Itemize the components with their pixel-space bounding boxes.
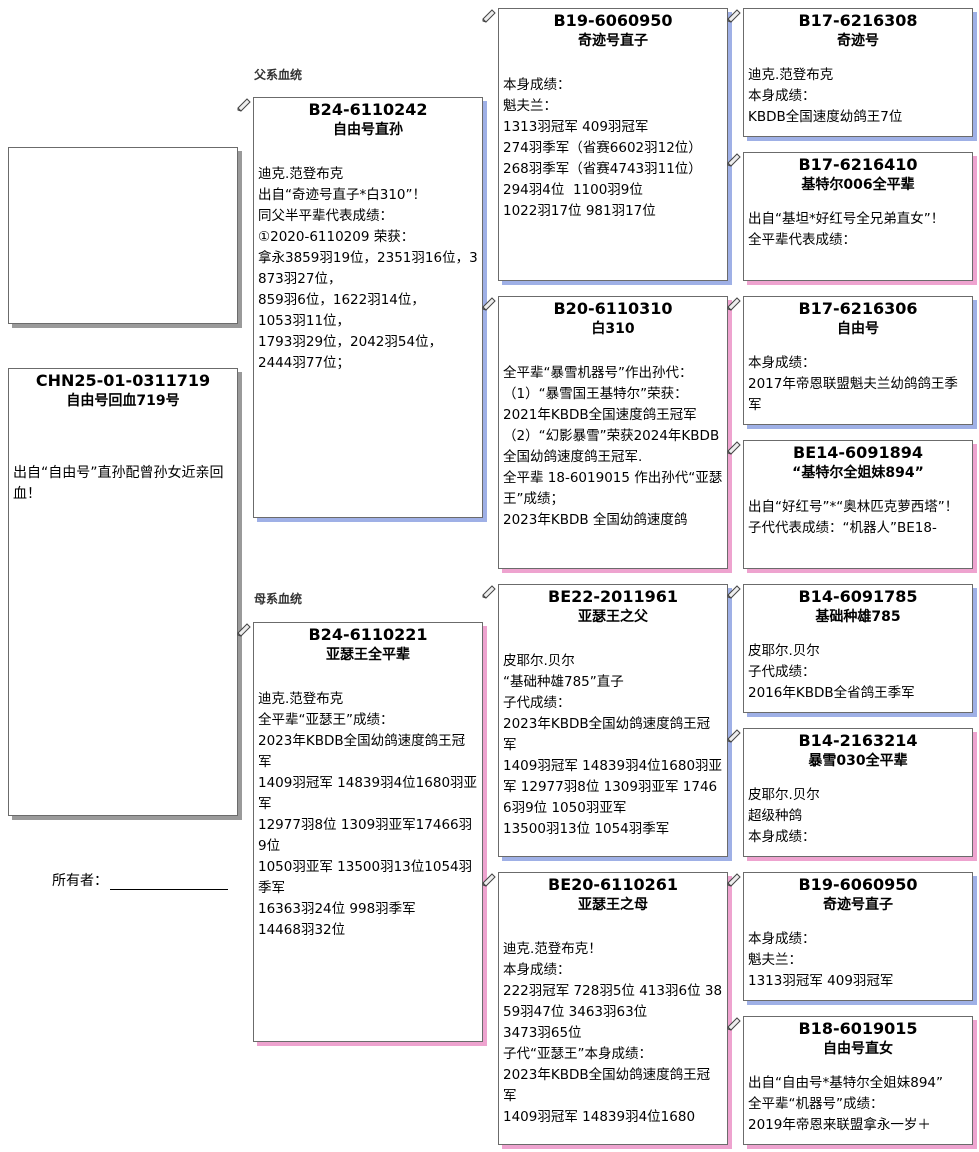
- dsd-name: 暴雪030全平辈: [808, 753, 908, 769]
- sds-body: 本身成绩： 2017年帝恩联盟魁夫兰幼鸽鸽王季军: [748, 355, 958, 413]
- ssd-body: 出自“基坦*好红号全兄弟直女”！ 全平辈代表成绩：: [748, 211, 945, 248]
- sss-name: 奇迹号: [837, 33, 879, 49]
- dam-sire-id: BE22-2011961: [548, 587, 678, 606]
- dam-dam-id: BE20-6110261: [548, 875, 678, 894]
- ddd-body: 出自“自由号*基特尔全姐妹894” 全平辈“机器号”成绩： 2019年帝恩来联盟…: [748, 1075, 944, 1133]
- dss-body: 皮耶尔.贝尔 子代成绩： 2016年KBDB全省鸽王季军: [748, 643, 915, 701]
- sire-sire-id: B19-6060950: [553, 11, 673, 30]
- edit-icon[interactable]: [726, 729, 742, 743]
- sire-dam-id: B20-6110310: [553, 299, 673, 318]
- ddd-name: 自由号直女: [823, 1041, 893, 1057]
- photo-box: [8, 147, 238, 324]
- sdd-name: “基特尔全姐妹894”: [792, 465, 924, 481]
- edit-icon[interactable]: [726, 585, 742, 599]
- dam-card[interactable]: B24-6110221 亚瑟王全平辈 迪克.范登布克 全平辈“亚瑟王”成绩： 2…: [253, 622, 483, 1042]
- edit-icon[interactable]: [481, 297, 497, 311]
- sdd-body: 出自“好红号”*“奥林匹克萝西塔”！ 子代代表成绩：“机器人”BE18-: [748, 499, 959, 536]
- ssd-name: 基特尔006全平辈: [801, 177, 915, 193]
- sire-card[interactable]: B24-6110242 自由号直孙 迪克.范登布克 出自“奇迹号直子*白310”…: [253, 97, 483, 518]
- sds-card[interactable]: B17-6216306 自由号 本身成绩： 2017年帝恩联盟魁夫兰幼鸽鸽王季军: [743, 296, 973, 425]
- dam-name: 亚瑟王全平辈: [326, 647, 410, 663]
- dds-name: 奇迹号直子: [823, 897, 893, 913]
- sire-dam-card[interactable]: B20-6110310 白310 全平辈“暴雪机器号”作出孙代： （1）“暴雪国…: [498, 296, 728, 569]
- dam-dam-card[interactable]: BE20-6110261 亚瑟王之母 迪克.范登布克！ 本身成绩： 222羽冠军…: [498, 872, 728, 1145]
- sire-sire-name: 奇迹号直子: [578, 33, 648, 49]
- paternal-label: 父系血统: [254, 68, 303, 82]
- dam-id: B24-6110221: [308, 625, 428, 644]
- edit-icon[interactable]: [481, 585, 497, 599]
- edit-icon[interactable]: [481, 873, 497, 887]
- dds-card[interactable]: B19-6060950 奇迹号直子 本身成绩： 魁夫兰： 1313羽冠军 409…: [743, 872, 973, 1001]
- dss-id: B14-6091785: [798, 587, 918, 606]
- subject-card[interactable]: CHN25-01-0311719 自由号回血719号 出自“自由号”直孙配曾孙女…: [8, 368, 238, 816]
- sire-body: 迪克.范登布克 出自“奇迹号直子*白310”！ 同父半平辈代表成绩： ①2020…: [258, 166, 478, 371]
- dsd-id: B14-2163214: [798, 731, 918, 750]
- dss-card[interactable]: B14-6091785 基础种雄785 皮耶尔.贝尔 子代成绩： 2016年KB…: [743, 584, 973, 713]
- edit-icon[interactable]: [726, 873, 742, 887]
- sire-name: 自由号直孙: [333, 122, 403, 138]
- owner-label: 所有者：: [52, 873, 108, 889]
- sire-sire-card[interactable]: B19-6060950 奇迹号直子 本身成绩： 魁夫兰： 1313羽冠军 409…: [498, 8, 728, 281]
- sss-card[interactable]: B17-6216308 奇迹号 迪克.范登布克 本身成绩： KBDB全国速度幼鸽…: [743, 8, 973, 137]
- edit-icon[interactable]: [726, 153, 742, 167]
- ssd-id: B17-6216410: [798, 155, 918, 174]
- subject-name: 自由号回血719号: [66, 393, 180, 409]
- dam-dam-name: 亚瑟王之母: [578, 897, 648, 913]
- subject-body: 出自“自由号”直孙配曾孙女近亲回血！: [13, 465, 224, 502]
- edit-icon[interactable]: [726, 1017, 742, 1031]
- edit-icon[interactable]: [481, 9, 497, 23]
- dam-sire-body: 皮耶尔.贝尔 “基础种雄785”直子 子代成绩： 2023年KBDB全国幼鸽速度…: [503, 653, 723, 837]
- sire-dam-name: 白310: [591, 321, 635, 337]
- ddd-id: B18-6019015: [798, 1019, 918, 1038]
- ddd-card[interactable]: B18-6019015 自由号直女 出自“自由号*基特尔全姐妹894” 全平辈“…: [743, 1016, 973, 1145]
- dsd-body: 皮耶尔.贝尔 超级种鸽 本身成绩：: [748, 787, 820, 845]
- dsd-card[interactable]: B14-2163214 暴雪030全平辈 皮耶尔.贝尔 超级种鸽 本身成绩：: [743, 728, 973, 857]
- dam-sire-name: 亚瑟王之父: [578, 609, 648, 625]
- ssd-card[interactable]: B17-6216410 基特尔006全平辈 出自“基坦*好红号全兄弟直女”！ 全…: [743, 152, 973, 281]
- dam-dam-body: 迪克.范登布克！ 本身成绩： 222羽冠军 728羽5位 413羽6位 3859…: [503, 941, 723, 1125]
- edit-icon[interactable]: [726, 297, 742, 311]
- dam-sire-card[interactable]: BE22-2011961 亚瑟王之父 皮耶尔.贝尔 “基础种雄785”直子 子代…: [498, 584, 728, 857]
- sds-id: B17-6216306: [798, 299, 918, 318]
- sss-id: B17-6216308: [798, 11, 918, 30]
- dds-id: B19-6060950: [798, 875, 918, 894]
- dds-body: 本身成绩： 魁夫兰： 1313羽冠军 409羽冠军: [748, 931, 894, 989]
- edit-icon[interactable]: [236, 623, 252, 637]
- sire-id: B24-6110242: [308, 100, 428, 119]
- subject-id: CHN25-01-0311719: [35, 371, 211, 390]
- edit-icon[interactable]: [726, 441, 742, 455]
- sdd-card[interactable]: BE14-6091894 “基特尔全姐妹894” 出自“好红号”*“奥林匹克萝西…: [743, 440, 973, 569]
- edit-icon[interactable]: [726, 9, 742, 23]
- edit-icon[interactable]: [236, 98, 252, 112]
- dss-name: 基础种雄785: [815, 609, 901, 625]
- dam-body: 迪克.范登布克 全平辈“亚瑟王”成绩： 2023年KBDB全国幼鸽速度鸽王冠军 …: [258, 691, 478, 938]
- maternal-label: 母系血统: [254, 592, 303, 606]
- owner-line: [110, 875, 228, 890]
- sire-sire-body: 本身成绩： 魁夫兰： 1313羽冠军 409羽冠军 274羽季军（省赛6602羽…: [503, 77, 702, 219]
- sire-dam-body: 全平辈“暴雪机器号”作出孙代： （1）“暴雪国王基特尔”荣获： 2021年KBD…: [503, 365, 723, 528]
- owner-field: 所有者：: [52, 870, 228, 890]
- sds-name: 自由号: [837, 321, 879, 337]
- sdd-id: BE14-6091894: [793, 443, 923, 462]
- sss-body: 迪克.范登布克 本身成绩： KBDB全国速度幼鸽王7位: [748, 67, 903, 125]
